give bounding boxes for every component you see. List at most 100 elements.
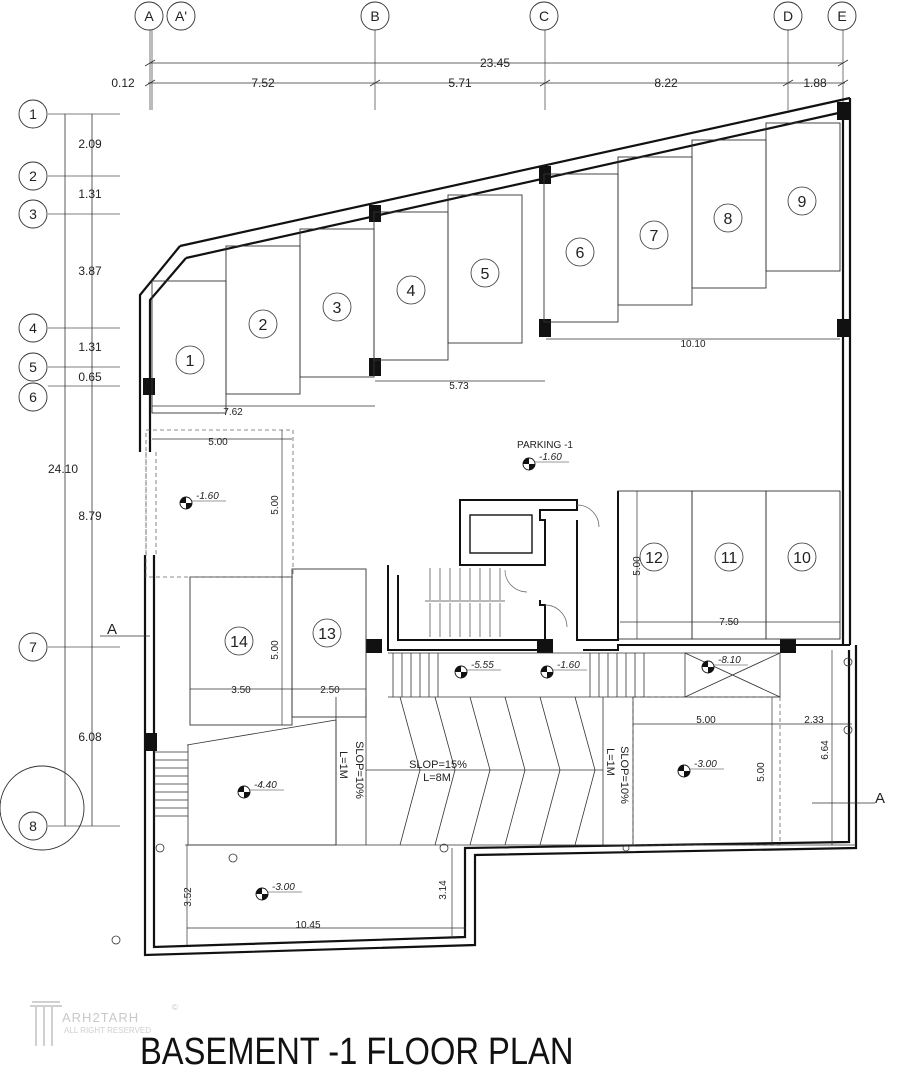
- parking-spot-label: 12: [645, 550, 663, 567]
- exterior-walls: [138, 96, 858, 957]
- parking-spot-label: 13: [318, 626, 336, 643]
- parking-spot-number: 1: [175, 345, 205, 375]
- slope-right-length: L=1M: [604, 748, 616, 776]
- parking-spot-number: 8: [713, 203, 743, 233]
- level-marker: -8.10: [701, 655, 748, 674]
- parking-spot-label: 4: [407, 283, 416, 300]
- grid-col-bubble: E: [827, 1, 857, 31]
- dim-top-4: 8.22: [654, 76, 678, 90]
- grid-col-bubble: C: [529, 1, 559, 31]
- section-label-right: A: [875, 790, 885, 807]
- drain-circles: [111, 657, 853, 945]
- level-markers: -1.60-1.60-5.55-1.60-8.10-4.40-3.00-3.00: [179, 452, 748, 901]
- dim-3-52: 3.52: [183, 887, 194, 907]
- slope-left-label: SLOP=10%: [353, 741, 365, 799]
- dim-5-00-c: 5.00: [270, 640, 281, 660]
- grid-row-label: 7: [29, 639, 37, 655]
- stair-core: [387, 491, 850, 651]
- parking-spot-label: 3: [333, 300, 342, 317]
- parking-spot-number: 14: [224, 626, 254, 656]
- parking-spot-label: 5: [481, 266, 490, 283]
- dim-3-14: 3.14: [438, 880, 449, 900]
- grid-row-bubble: 6: [18, 382, 48, 412]
- parking-spot-number: 4: [396, 275, 426, 305]
- stair-treads: [425, 568, 505, 637]
- left-dimension-lines: [64, 114, 93, 826]
- grid-row-bubble: 7: [18, 632, 48, 662]
- grid-row-label: 4: [29, 320, 37, 336]
- ramp-area: [154, 652, 856, 846]
- parking-spot-label: 2: [259, 317, 268, 334]
- parking-level-label: PARKING -1: [517, 440, 573, 451]
- dim-2-50: 2.50: [320, 685, 340, 696]
- grid-col-bubble: B: [360, 1, 390, 31]
- dim-10-10: 10.10: [680, 339, 705, 350]
- parking-spot-number: 2: [248, 309, 278, 339]
- parking-spot-number: 10: [787, 542, 817, 572]
- slope-main-label: SLOP=15%: [409, 759, 467, 771]
- dim-5-00-b: 5.00: [270, 495, 281, 515]
- grid-row-bubble: 2: [18, 161, 48, 191]
- parking-spot-label: 7: [650, 228, 659, 245]
- dim-total-width: 23.45: [480, 56, 510, 70]
- dim-5-00-f: 5.00: [756, 762, 767, 782]
- level-marker: -3.00: [677, 759, 724, 778]
- grid-row-bubble: 1: [18, 99, 48, 129]
- reference-circle: [0, 765, 85, 851]
- parking-spot-number: 6: [565, 237, 595, 267]
- watermark-brand: ARH2TARH: [62, 1010, 140, 1025]
- dim-left-7: 6.08: [78, 730, 102, 744]
- level-value: -3.00: [694, 759, 717, 770]
- level-marker: -4.40: [237, 780, 284, 799]
- level-value: -8.10: [718, 655, 741, 666]
- dim-top-2: 7.52: [251, 76, 275, 90]
- grid-row-bubbles: 1 2 3 4 5 6 7 8: [18, 99, 48, 841]
- grid-col-label: B: [370, 8, 379, 24]
- parking-spot-number: 5: [470, 258, 500, 288]
- dim-top-1: 0.12: [111, 76, 135, 90]
- dim-5-00-d: 5.00: [632, 556, 643, 576]
- level-marker: -1.60: [540, 660, 587, 679]
- grid-col-label: A: [144, 8, 154, 24]
- watermark-subtext: ALL RIGHT RESERVED: [64, 1026, 151, 1035]
- dim-left-6: 8.79: [78, 509, 102, 523]
- grid-col-bubble: A: [134, 1, 164, 31]
- level-value: -3.00: [272, 882, 295, 893]
- dim-left-5: 0.65: [78, 370, 102, 384]
- grid-col-label: E: [837, 8, 846, 24]
- grid-row-bubble: 4: [18, 313, 48, 343]
- grid-row-label: 8: [29, 818, 37, 834]
- grid-col-label: A': [175, 8, 187, 24]
- watermark-copyright: ©: [172, 1003, 178, 1012]
- grid-column-bubbles: A A' B C D E: [134, 1, 857, 31]
- grid-col-bubble: D: [773, 1, 803, 31]
- dim-3-50: 3.50: [231, 685, 251, 696]
- dim-left-3: 3.87: [78, 264, 102, 278]
- level-value: -1.60: [539, 452, 562, 463]
- parking-spot-number: 3: [322, 292, 352, 322]
- dim-7-50: 7.50: [719, 617, 739, 628]
- grid-col-label: D: [783, 8, 793, 24]
- parking-spot-label: 8: [724, 211, 733, 228]
- dim-6-64: 6.64: [820, 740, 831, 760]
- grid-row-label: 1: [29, 106, 37, 122]
- level-value: -1.60: [196, 491, 219, 502]
- grid-row-label: 3: [29, 206, 37, 222]
- dim-5-73: 5.73: [449, 381, 469, 392]
- dim-left-1: 2.09: [78, 137, 102, 151]
- drawing-title: BASEMENT -1 FLOOR PLAN: [140, 1031, 574, 1073]
- parking-spot-label: 1: [186, 353, 195, 370]
- grid-row-bubble: 5: [18, 352, 48, 382]
- parking-spot-number: 13: [312, 618, 342, 648]
- grid-lines: [48, 30, 844, 827]
- dim-2-33: 2.33: [804, 715, 824, 726]
- inner-dimension-lines: [152, 338, 852, 945]
- dim-7-62: 7.62: [223, 407, 243, 418]
- level-marker: -1.60: [179, 491, 226, 510]
- dim-10-45: 10.45: [295, 920, 320, 931]
- parking-spot-label: 9: [798, 194, 807, 211]
- slope-right-label: SLOP=10%: [618, 746, 630, 804]
- parking-spot-label: 6: [576, 245, 585, 262]
- grid-row-label: 6: [29, 389, 37, 405]
